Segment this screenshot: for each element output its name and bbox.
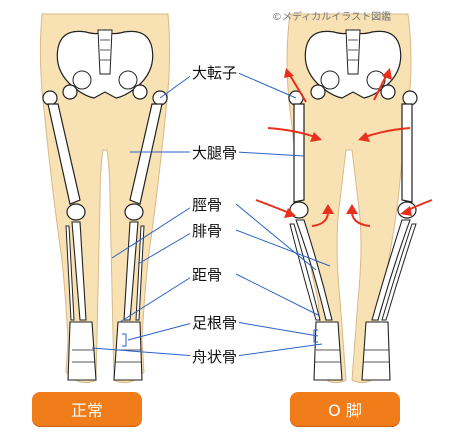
label-fibula: 腓骨 xyxy=(190,220,225,241)
label-tibia: 脛骨 xyxy=(190,194,225,215)
leader-femur xyxy=(130,151,305,157)
label-navicular: 舟状骨 xyxy=(190,346,240,367)
leader-tarsal xyxy=(127,321,319,341)
bowlegs-button[interactable]: O 脚 xyxy=(290,392,400,426)
label-tarsal: 足根骨 xyxy=(190,312,240,333)
force-arrows xyxy=(255,68,433,227)
bracket-bowleg-tarsal xyxy=(313,329,318,343)
label-greater-trochanter: 大転子 xyxy=(190,62,240,83)
leader-tibia xyxy=(111,203,317,271)
arrow-trochanter-left xyxy=(287,71,307,103)
copyright-text: ©メディカルイラスト図鑑 xyxy=(272,12,392,23)
label-talus: 距骨 xyxy=(190,264,225,285)
bowleg-legs xyxy=(286,13,418,384)
label-femur: 大腿骨 xyxy=(190,142,240,163)
leader-navicular xyxy=(91,343,323,357)
normal-legs xyxy=(39,13,171,384)
bracket-normal-tarsal xyxy=(122,333,127,347)
normal-button[interactable]: 正常 xyxy=(32,392,142,426)
leader-talus xyxy=(119,273,321,323)
leader-fibula xyxy=(137,229,331,267)
